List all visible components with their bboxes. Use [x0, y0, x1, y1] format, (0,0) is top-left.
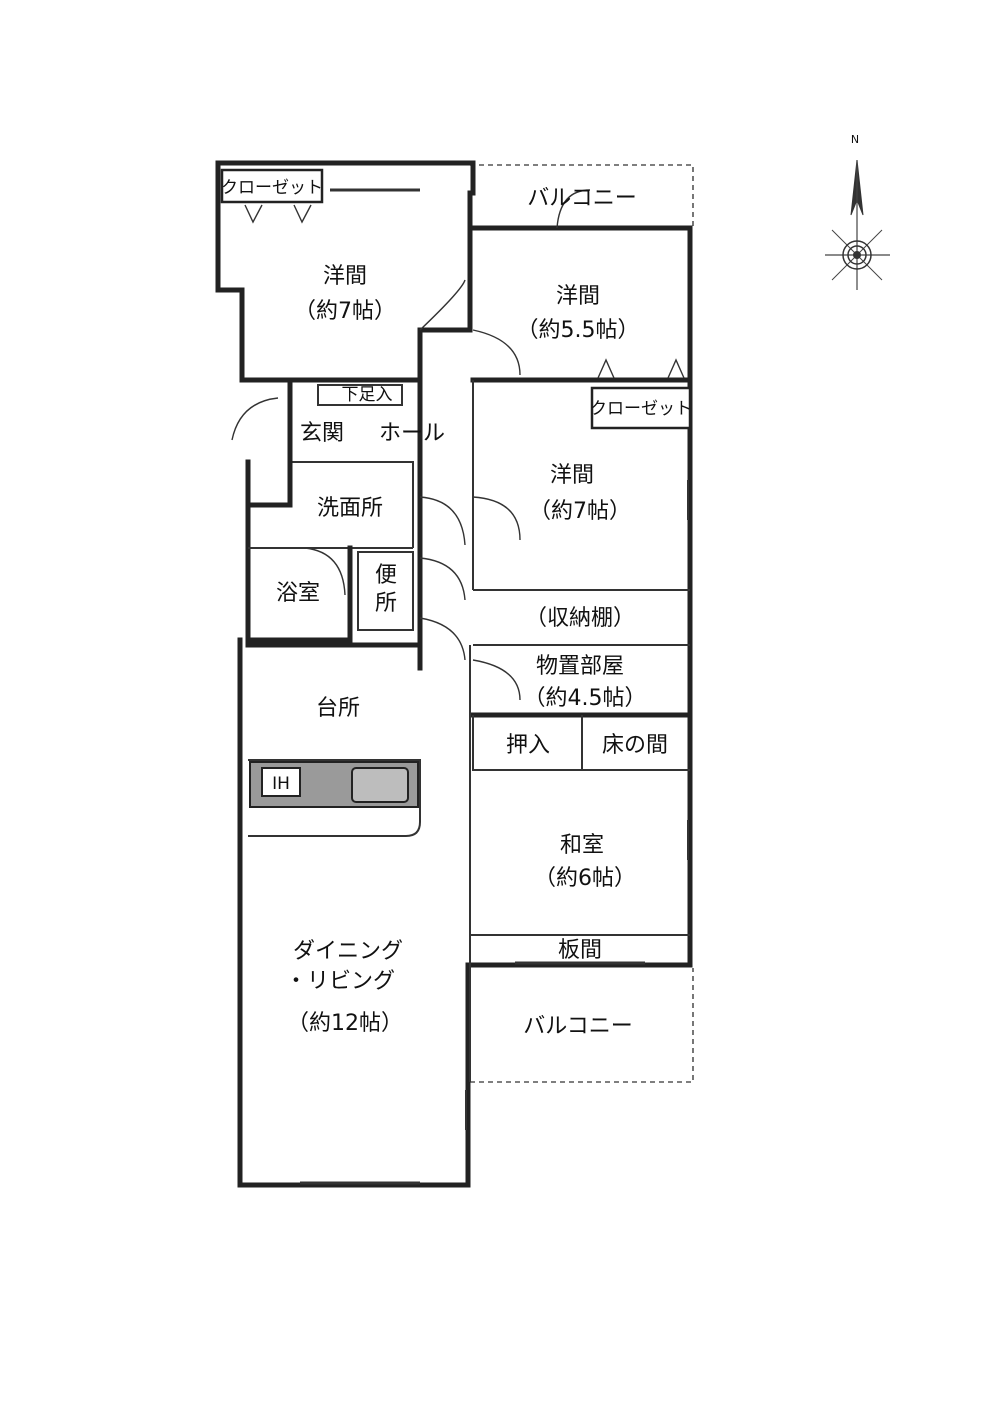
storeroom-name: 物置部屋: [536, 654, 624, 679]
oshiire-label: 押入: [506, 733, 550, 758]
balcony-bottom-outline: [470, 968, 694, 1083]
interior-walls: [245, 327, 693, 1082]
washroom-label: 洗面所: [317, 496, 383, 521]
closet-nw: クローゼット: [220, 168, 324, 204]
toilet-label-bottom: 所: [375, 591, 397, 616]
windows: [300, 188, 689, 1185]
compass-north-label: N: [851, 133, 859, 146]
closet-ne: クローゼット: [590, 386, 692, 430]
western-nw-name: 洋間: [323, 264, 367, 289]
storeroom-size: （約4.5帖）: [524, 686, 647, 711]
balcony-bottom-label: バルコニー: [523, 1014, 633, 1039]
entrance-label: 玄関: [300, 421, 344, 446]
washitsu-size: （約6帖）: [534, 866, 636, 891]
doors: [231, 189, 591, 701]
kitchen-label: 台所: [316, 696, 360, 721]
hall-label: ホール: [379, 421, 445, 446]
closet-ne-label: クローゼット: [590, 399, 692, 419]
tokonoma-label: 床の間: [602, 733, 668, 758]
ih-stove-box: [261, 767, 301, 797]
compass-icon: N: [825, 133, 890, 290]
balcony-top-outline: [470, 164, 694, 228]
toilet-label-top: 便: [375, 563, 397, 588]
balcony-top-label: バルコニー: [527, 186, 637, 211]
western-ne-size: （約5.5帖）: [517, 318, 640, 343]
itama-label: 板間: [558, 938, 602, 963]
western-e-size: （約7帖）: [529, 499, 631, 524]
storage-shelf-label: （収納棚）: [525, 606, 635, 631]
ih-label: IH: [272, 774, 290, 794]
western-nw-size: （約7帖）: [294, 299, 396, 324]
western-e-name: 洋間: [550, 463, 594, 488]
dining-line1: ダイニング: [293, 939, 403, 964]
washitsu-name: 和室: [560, 833, 604, 858]
bathroom-label: 浴室: [276, 581, 320, 606]
kitchen-sink: [351, 767, 409, 803]
closet-door-marks: [244, 204, 685, 379]
dining-size: （約12帖）: [287, 1011, 403, 1036]
dining-line2: ・リビング: [285, 969, 395, 994]
closet-nw-label: クローゼット: [221, 178, 323, 198]
western-ne-name: 洋間: [556, 284, 600, 309]
shoe-storage-label: 下足入: [342, 385, 393, 405]
